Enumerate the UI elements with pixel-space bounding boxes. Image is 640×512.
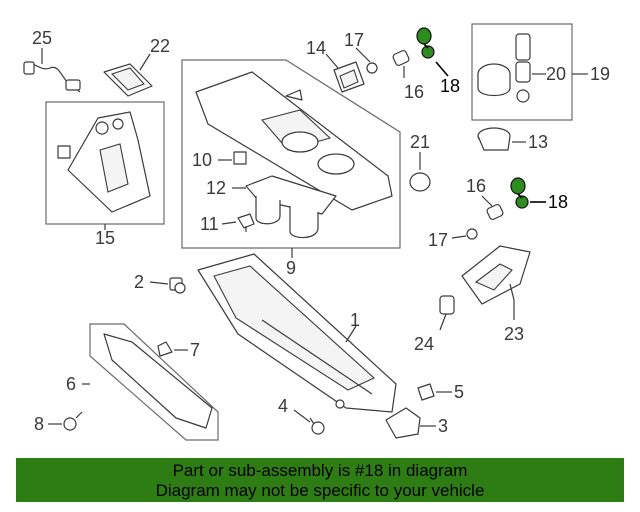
part-3-bracket xyxy=(385,407,421,439)
part-18-cap-b[interactable] xyxy=(510,177,529,209)
callout-7[interactable]: 7 xyxy=(190,340,200,360)
part-12-cupholder xyxy=(245,175,337,239)
part-15-shifter-panel xyxy=(57,111,151,213)
part-5-nut xyxy=(417,383,435,401)
part-16-socket xyxy=(392,49,410,67)
callout-16b[interactable]: 16 xyxy=(466,176,486,196)
callout-16a[interactable]: 16 xyxy=(404,82,424,102)
part-17-ring xyxy=(366,62,378,74)
callout-1[interactable]: 1 xyxy=(350,310,360,330)
part-14-bracket xyxy=(333,61,365,93)
callout-14[interactable]: 14 xyxy=(306,38,326,58)
callout-17b[interactable]: 17 xyxy=(428,230,448,250)
part-17-ring-b xyxy=(466,228,478,240)
part-13-bezel xyxy=(477,127,511,151)
info-banner: Part or sub-assembly is #18 in diagram D… xyxy=(16,458,624,502)
callout-23[interactable]: 23 xyxy=(504,324,524,344)
callout-5[interactable]: 5 xyxy=(454,382,464,402)
part-1-console-body xyxy=(197,253,397,413)
callout-19[interactable]: 19 xyxy=(590,64,610,84)
callout-18a[interactable]: 18 xyxy=(440,76,460,96)
part-2-fastener xyxy=(169,277,186,294)
part-23-brake-lever xyxy=(461,245,531,305)
banner-line-2: Diagram may not be specific to your vehi… xyxy=(155,481,485,500)
callout-4[interactable]: 4 xyxy=(278,396,288,416)
part-6-frame xyxy=(89,323,219,441)
banner-line-1: Part or sub-assembly is #18 in diagram xyxy=(172,461,468,480)
part-11-screw xyxy=(237,213,255,232)
callout-10[interactable]: 10 xyxy=(192,150,212,170)
callout-25[interactable]: 25 xyxy=(32,28,52,48)
callout-24[interactable]: 24 xyxy=(414,334,434,354)
callout-17a[interactable]: 17 xyxy=(344,30,364,50)
part-25-harness xyxy=(23,48,81,93)
callout-8[interactable]: 8 xyxy=(34,414,44,434)
part-21-knob xyxy=(409,172,431,192)
callout-12[interactable]: 12 xyxy=(206,178,226,198)
callout-18b[interactable]: 18 xyxy=(548,192,568,212)
callout-3[interactable]: 3 xyxy=(438,416,448,436)
callout-9[interactable]: 9 xyxy=(286,258,296,278)
callout-11[interactable]: 11 xyxy=(200,214,219,234)
part-9-frame xyxy=(181,59,401,249)
part-16-socket-b xyxy=(486,203,504,221)
part-6-side-panel xyxy=(103,333,213,429)
part-19-frame xyxy=(471,23,573,121)
callout-2[interactable]: 2 xyxy=(134,272,144,292)
callout-15[interactable]: 15 xyxy=(95,228,115,248)
callout-6[interactable]: 6 xyxy=(66,374,76,394)
part-10-clip xyxy=(233,151,247,165)
part-9-console-upper xyxy=(195,71,393,211)
part-19-power-outlet xyxy=(477,33,531,103)
callout-22[interactable]: 22 xyxy=(150,36,170,56)
part-8-screw xyxy=(63,411,83,431)
part-4-clip xyxy=(309,417,325,435)
part-18-cap-a[interactable] xyxy=(416,27,435,59)
part-24-sensor xyxy=(439,295,455,315)
callout-21[interactable]: 21 xyxy=(410,132,430,152)
parts-diagram: 25 22 15 9 10 12 11 xyxy=(23,23,610,441)
part-22-bezel xyxy=(103,53,153,97)
callout-20[interactable]: 20 xyxy=(546,64,566,84)
callout-13[interactable]: 13 xyxy=(528,132,548,152)
